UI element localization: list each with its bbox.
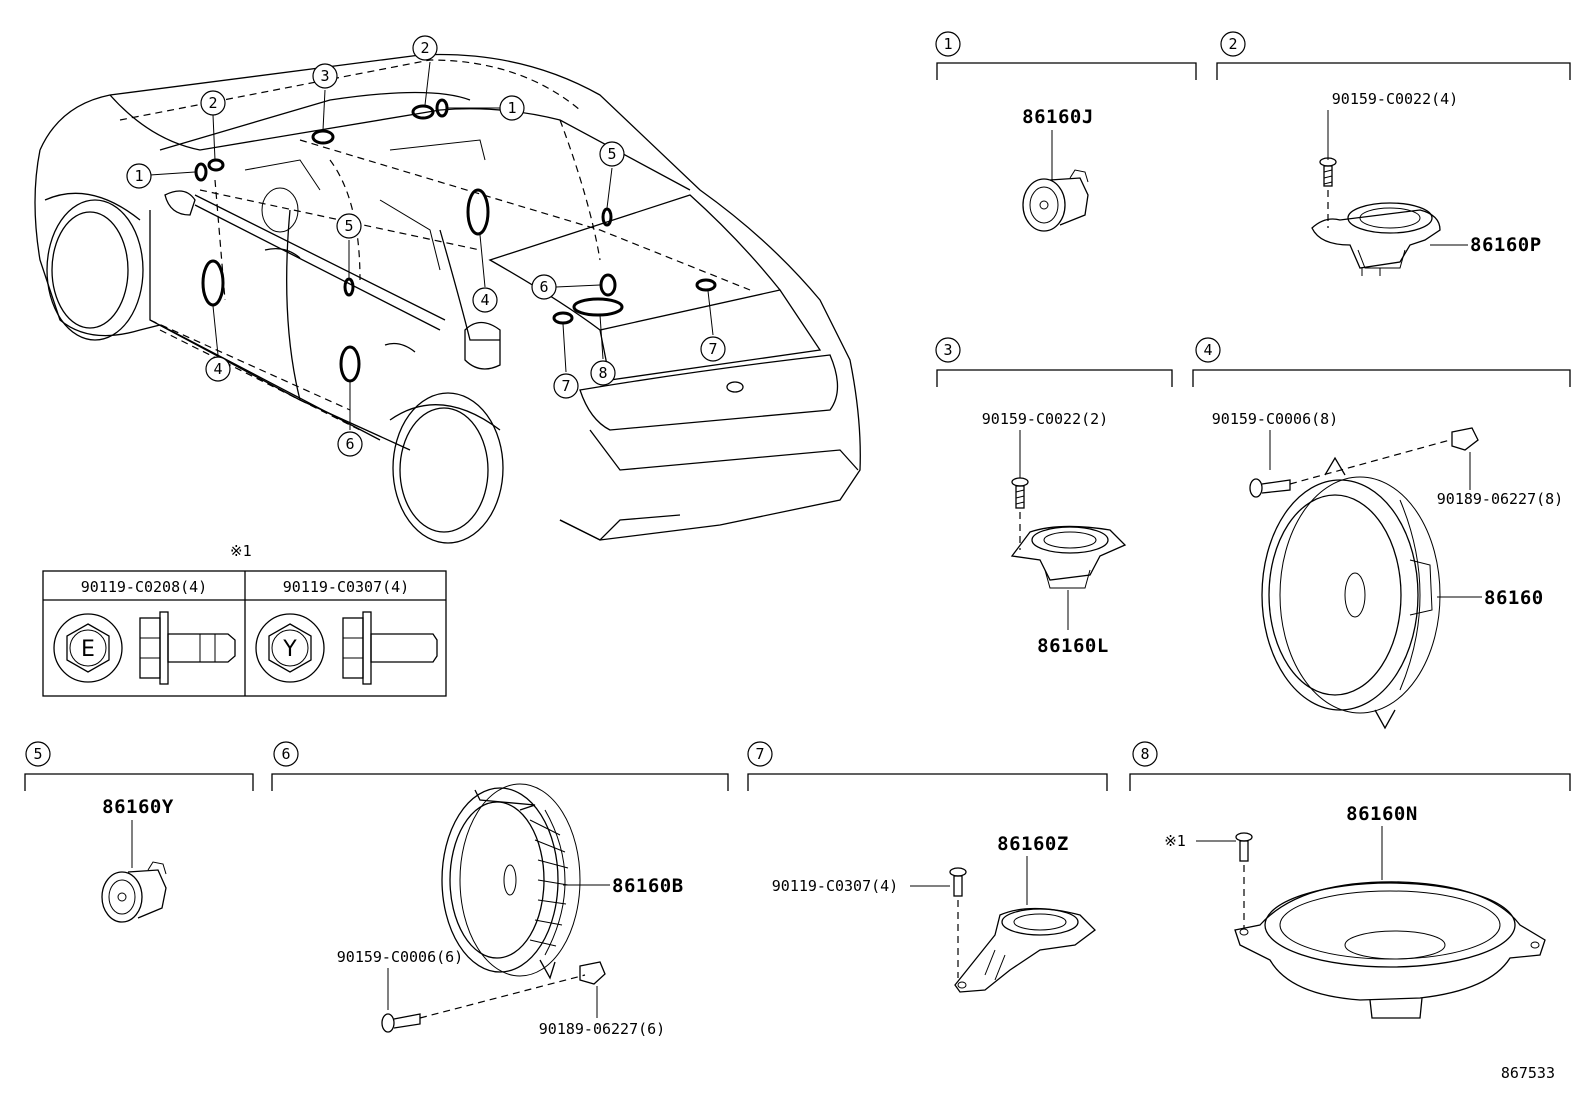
part-86160L: 86160L	[1037, 635, 1109, 657]
callout-6-front: 6	[337, 431, 363, 457]
mid-speaker-icon	[1311, 202, 1441, 276]
section-8: 8 86160N ※1	[1129, 741, 1571, 1019]
callout-5-front: 5	[336, 213, 362, 239]
svg-text:6: 6	[281, 745, 290, 763]
screw-icon	[949, 867, 967, 897]
car-callouts: 1 2 3 2 1 5 5 4 4 6 6 7 8 7	[126, 35, 726, 457]
callout-1-front: 1	[126, 163, 152, 189]
svg-text:3: 3	[943, 341, 952, 359]
svg-text:7: 7	[561, 377, 570, 395]
svg-text:7: 7	[708, 340, 717, 358]
callout-4-rear: 4	[472, 287, 498, 313]
part-86160: 86160	[1484, 587, 1544, 609]
note-mark: ※1	[230, 542, 252, 560]
callout-2-front: 2	[200, 90, 226, 116]
svg-text:5: 5	[607, 145, 616, 163]
clip-nut-icon	[1451, 427, 1479, 451]
screw-icon	[381, 1013, 421, 1033]
bolt-e-side-icon	[139, 611, 236, 685]
svg-text:5: 5	[33, 745, 42, 763]
callout-3: 3	[312, 63, 338, 89]
section-1: 1 86160J	[935, 31, 1197, 232]
part-86160J: 86160J	[1022, 106, 1094, 128]
svg-text:5: 5	[344, 217, 353, 235]
section-2: 2 90159-C0022(4) 86160P	[1216, 31, 1571, 276]
part-86160N: 86160N	[1346, 803, 1418, 825]
tweeter-speaker-icon	[101, 861, 167, 923]
note-mark-ref: ※1	[1164, 832, 1186, 850]
callout-7-right: 7	[700, 336, 726, 362]
door-speaker-icon	[1261, 456, 1441, 730]
part-90159-C0006-8: 90159-C0006(8)	[1212, 410, 1338, 428]
svg-text:E: E	[81, 637, 95, 662]
section-6: 6 86160B 90159-C0006(6) 90189-06227(6)	[271, 741, 729, 1038]
svg-text:2: 2	[208, 94, 217, 112]
bolt-e-head-icon: E	[53, 613, 123, 683]
bolt-table: ※1 90119-C0208(4) 90119-C0307(4) E Y	[42, 542, 447, 697]
subwoofer-speaker-icon	[1234, 881, 1546, 1019]
svg-text:1: 1	[507, 99, 516, 117]
part-90189-06227-6: 90189-06227(6)	[539, 1020, 665, 1038]
section-4: 4 90159-C0006(8) 90189-06227(8) 86160	[1192, 337, 1571, 730]
part-90189-06227-8: 90189-06227(8)	[1437, 490, 1563, 508]
svg-text:4: 4	[213, 360, 222, 378]
svg-text:4: 4	[480, 291, 489, 309]
svg-text:1: 1	[943, 35, 952, 53]
screw-icon	[1235, 832, 1253, 862]
part-90159-C0022-4: 90159-C0022(4)	[1332, 90, 1458, 108]
section-3: 3 90159-C0022(2) 86160L	[935, 337, 1173, 657]
car-illustration	[34, 53, 861, 544]
svg-text:3: 3	[320, 67, 329, 85]
section-7: 7 86160Z 90119-C0307(4)	[747, 741, 1108, 993]
callout-1-rear: 1	[499, 95, 525, 121]
part-86160B: 86160B	[612, 875, 684, 897]
mid-speaker-icon	[1010, 525, 1127, 589]
part-86160Z: 86160Z	[997, 833, 1069, 855]
screw-icon	[1319, 157, 1337, 187]
svg-text:Y: Y	[282, 637, 297, 662]
part-90119-C0307-4: 90119-C0307(4)	[772, 877, 898, 895]
screw-icon	[1249, 478, 1291, 498]
callout-7-left: 7	[553, 373, 579, 399]
callout-4-front: 4	[205, 356, 231, 382]
bolt-y-side-icon	[342, 611, 438, 685]
screw-icon	[1011, 477, 1029, 509]
diagram-code: 867533	[1501, 1064, 1555, 1082]
svg-text:8: 8	[1140, 745, 1149, 763]
bolt-y-head-icon: Y	[255, 613, 325, 683]
svg-text:1: 1	[134, 167, 143, 185]
svg-text:8: 8	[598, 364, 607, 382]
part-90159-C0006-6: 90159-C0006(6)	[337, 948, 463, 966]
door-speaker-icon	[441, 783, 581, 980]
svg-text:2: 2	[420, 39, 429, 57]
tweeter-speaker-icon	[1022, 169, 1089, 232]
clip-nut-icon	[579, 961, 606, 985]
svg-text:6: 6	[539, 278, 548, 296]
bolt-table-header-1: 90119-C0208(4)	[81, 578, 207, 596]
callout-8: 8	[590, 360, 616, 386]
part-86160Y: 86160Y	[102, 796, 174, 818]
svg-text:6: 6	[345, 435, 354, 453]
bolt-table-header-2: 90119-C0307(4)	[283, 578, 409, 596]
part-90159-C0022-2: 90159-C0022(2)	[982, 410, 1108, 428]
callout-5-rear: 5	[599, 141, 625, 167]
svg-text:7: 7	[755, 745, 764, 763]
part-86160P: 86160P	[1470, 234, 1542, 256]
callout-2-rear: 2	[412, 35, 438, 61]
rear-speaker-bracket-icon	[954, 907, 1096, 993]
callout-6-rear: 6	[531, 274, 557, 300]
section-5: 5 86160Y	[24, 741, 254, 923]
svg-text:4: 4	[1203, 341, 1212, 359]
svg-text:2: 2	[1228, 35, 1237, 53]
